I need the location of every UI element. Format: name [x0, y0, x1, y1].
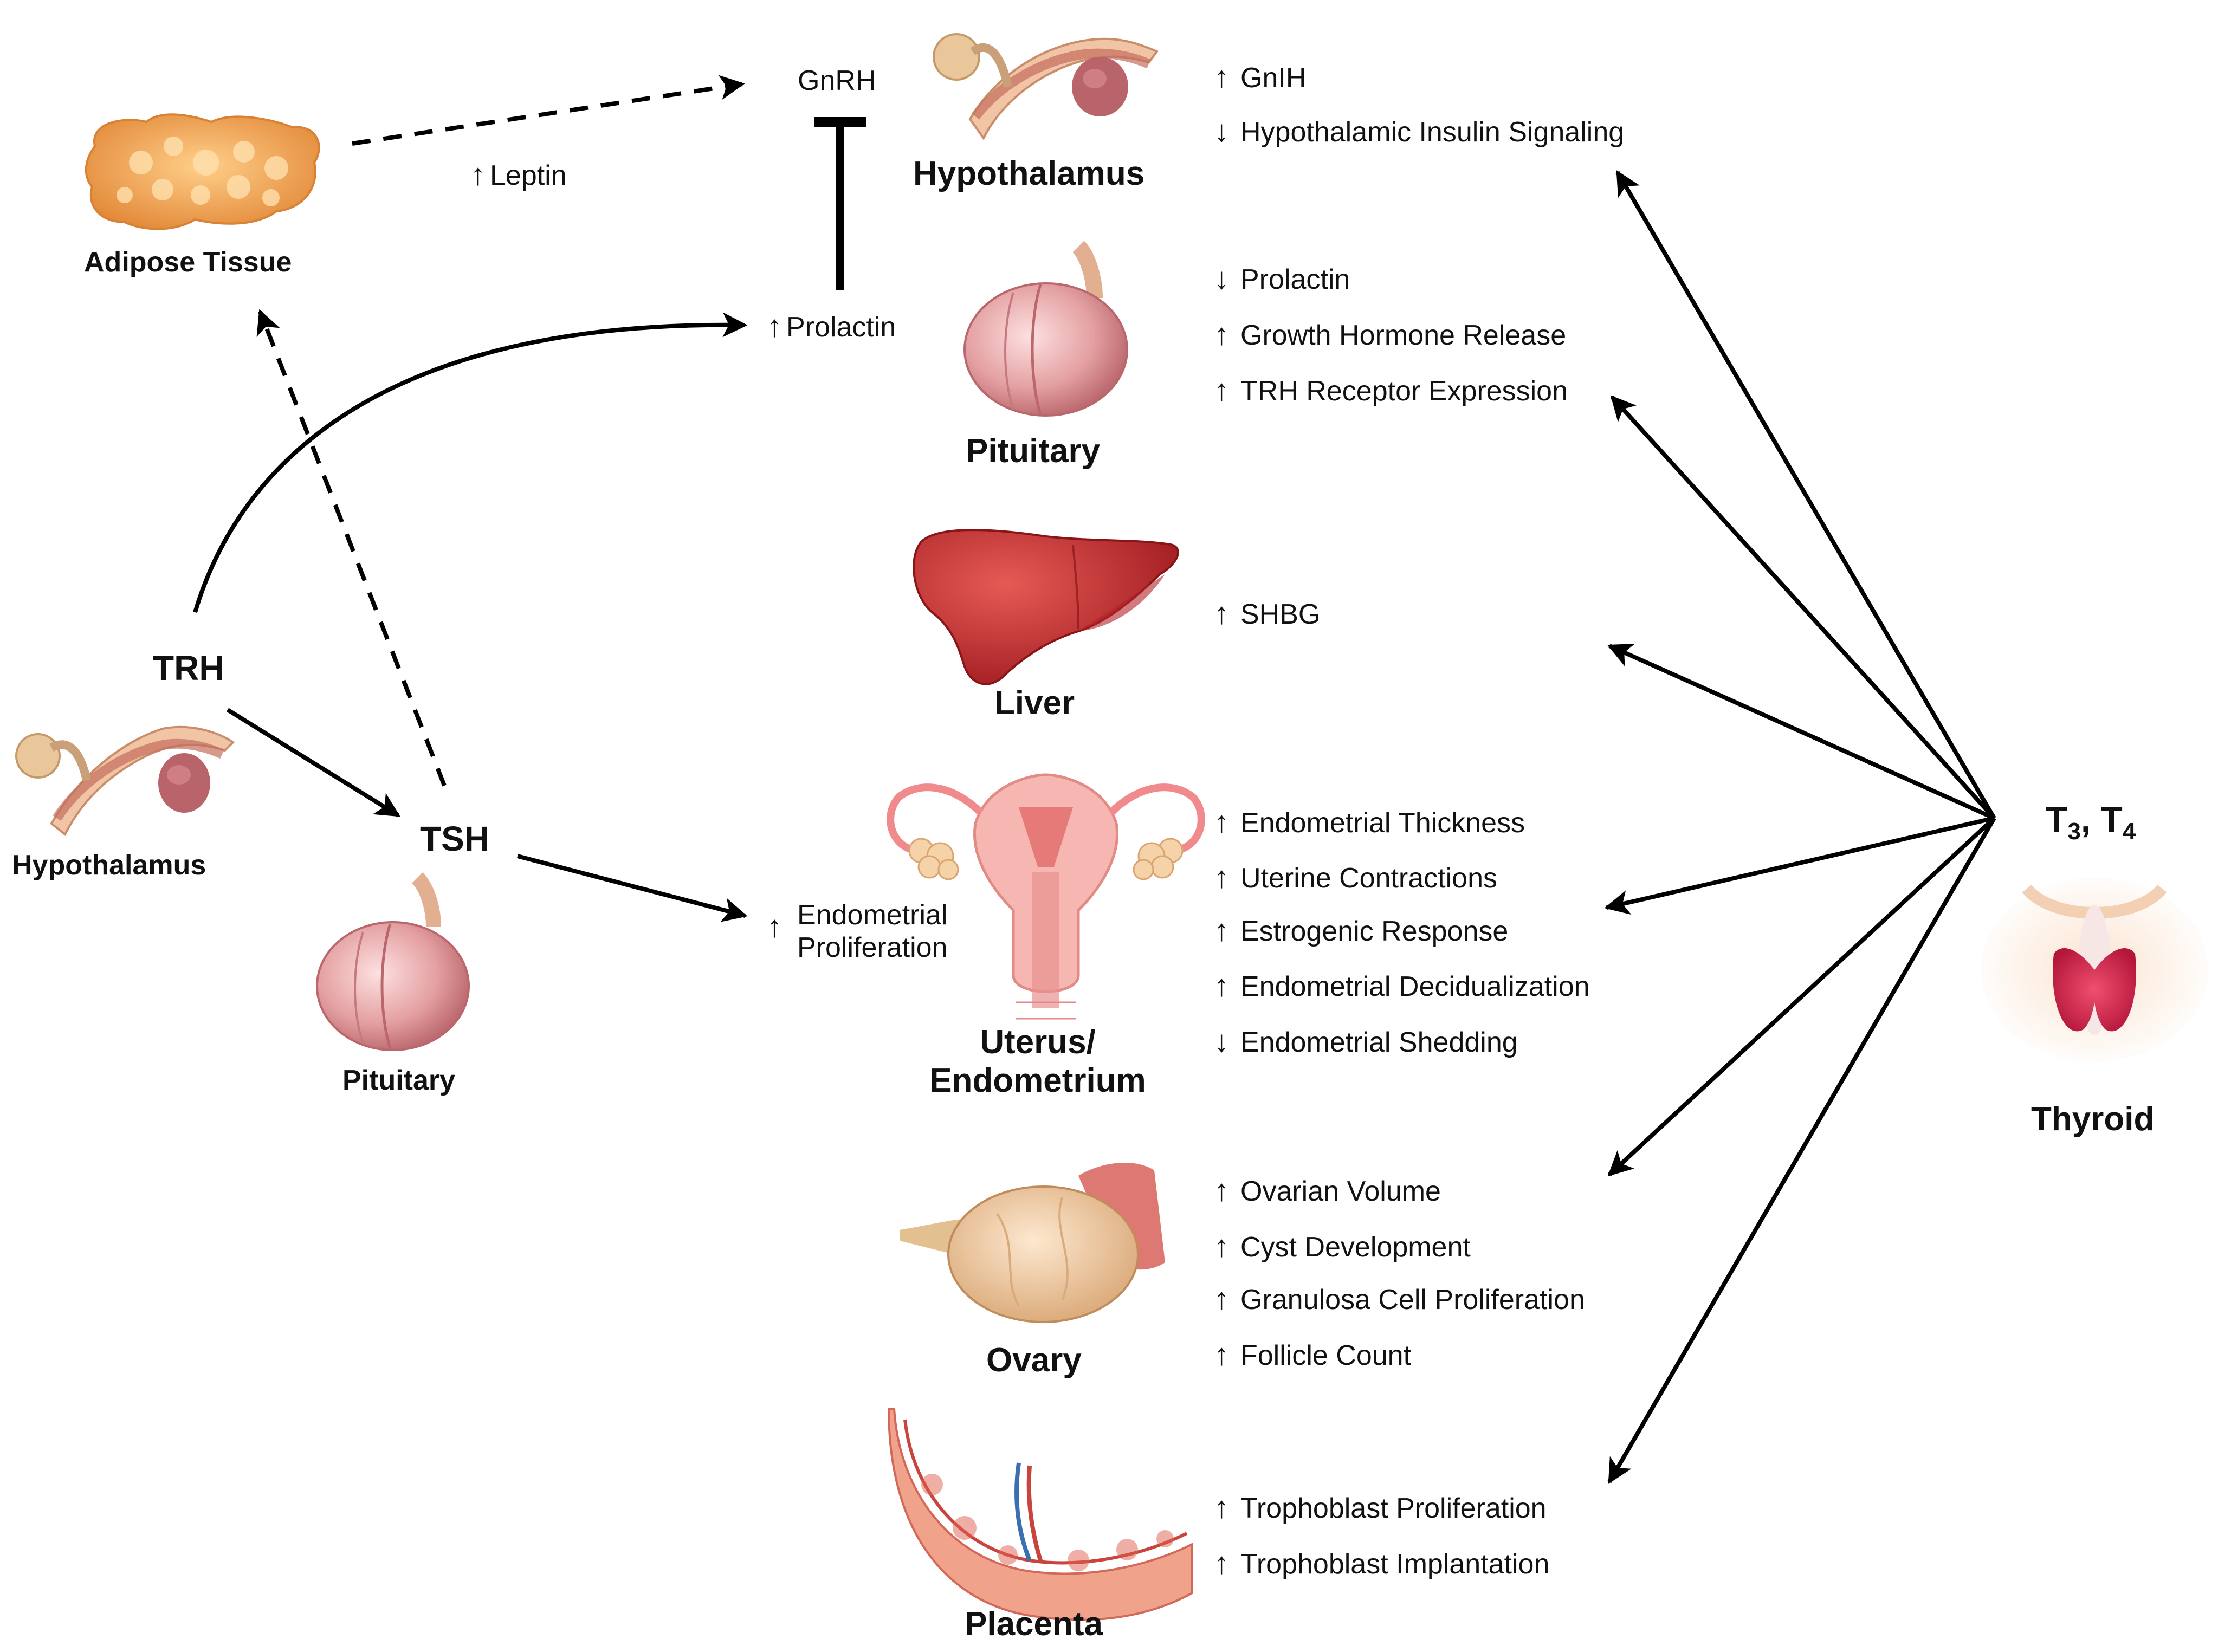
endometrial-proliferation-direction-icon: ↑ [767, 909, 782, 943]
endometrial-proliferation-label: ↑ Endometrial Proliferation [767, 899, 947, 964]
liver-effect-1: ↑SHBG [1206, 596, 1320, 631]
up-arrow-icon: ↑ [1214, 1173, 1229, 1207]
thyroid-to-ovary-arrow [1607, 817, 1996, 1177]
ovary-illustration [900, 1163, 1165, 1323]
uterus-label-line1: Uterus/ [980, 1023, 1096, 1061]
placenta-illustration [887, 1408, 1193, 1621]
endometrial-proliferation-line2: Proliferation [797, 931, 948, 963]
thyroid-to-uterus-arrow [1604, 816, 1995, 915]
uterus-effect-5: ↓Endometrial Shedding [1206, 1024, 1518, 1059]
adipose-tissue-illustration [85, 113, 320, 230]
thyroid-to-liver-arrow [1607, 643, 1995, 820]
ovary-effect-2: ↑Cyst Development [1206, 1229, 1471, 1264]
thyroid-illustration [1981, 878, 2208, 1062]
thyroid-to-placenta-arrow [1607, 817, 1996, 1484]
placenta-effect-2: ↑Trophoblast Implantation [1206, 1546, 1549, 1581]
up-arrow-icon: ↑ [1214, 805, 1229, 839]
thyroid-arrows [1604, 170, 1996, 1484]
prolactin-text: Prolactin [786, 312, 896, 343]
leptin-label: ↑Leptin [470, 157, 567, 192]
up-arrow-icon: ↑ [1214, 60, 1229, 94]
trh-label: TRH [153, 649, 224, 688]
top-hypothalamus-illustration [933, 33, 1159, 140]
uterus-effect-2: ↑Uterine Contractions [1206, 860, 1497, 895]
uterus-effect-4: ↑Endometrial Decidualization [1206, 968, 1590, 1003]
ovary-label: Ovary [986, 1342, 1082, 1379]
up-arrow-icon: ↑ [1214, 968, 1229, 1002]
trh-to-prolactin-arrow [193, 312, 748, 613]
left-pituitary-label: Pituitary [342, 1065, 456, 1096]
up-arrow-icon: ↑ [1214, 1490, 1229, 1524]
left-pituitary-illustration [316, 872, 470, 1051]
up-arrow-icon: ↑ [1214, 1546, 1229, 1580]
down-arrow-icon: ↓ [1214, 261, 1229, 295]
thyroid-to-pituitary-arrow [1610, 395, 1996, 820]
hypothalamus-label: Hypothalamus [913, 155, 1145, 192]
center-pituitary-illustration [963, 241, 1128, 417]
thyroid-to-hypothalamus-arrow [1615, 170, 1996, 820]
up-arrow-icon: ↑ [1214, 1337, 1229, 1371]
hypothalamus-effect-1: ↑GnIH [1206, 60, 1306, 95]
pituitary-label: Pituitary [966, 432, 1101, 470]
down-arrow-icon: ↓ [1214, 1024, 1229, 1058]
left-hypothalamus-illustration [15, 725, 235, 837]
up-arrow-icon: ↑ [1214, 596, 1229, 630]
ovary-effect-3: ↑Granulosa Cell Proliferation [1206, 1281, 1585, 1317]
placenta-label: Placenta [965, 1605, 1103, 1643]
adipose-tissue-label: Adipose Tissue [84, 247, 292, 278]
up-arrow-icon: ↑ [1214, 913, 1229, 947]
pituitary-effect-3: ↑TRH Receptor Expression [1206, 373, 1568, 408]
left-hypothalamus-label: Hypothalamus [12, 850, 206, 881]
pituitary-effect-2: ↑Growth Hormone Release [1206, 317, 1566, 352]
up-arrow-icon: ↑ [1214, 860, 1229, 894]
prolactin-direction-icon: ↑ [767, 309, 782, 343]
uterus-label: Uterus/ Endometrium [921, 1023, 1154, 1100]
hypothalamus-effect-2: ↓Hypothalamic Insulin Signaling [1206, 114, 1624, 149]
tsh-label: TSH [420, 819, 489, 858]
tsh-to-adipose-dashed-arrow [256, 309, 447, 787]
up-arrow-icon: ↑ [1214, 373, 1229, 407]
leptin-text: Leptin [490, 160, 567, 191]
liver-illustration [913, 529, 1179, 685]
prolactin-label: ↑Prolactin [767, 309, 896, 344]
down-arrow-icon: ↓ [1214, 114, 1229, 148]
uterus-label-line2: Endometrium [929, 1062, 1146, 1100]
gnrh-label: GnRH [798, 65, 876, 96]
leptin-direction-icon: ↑ [470, 157, 486, 191]
thyroid-label: Thyroid [2031, 1100, 2155, 1138]
adipose-to-gnrh-dashed-arrow [352, 75, 745, 146]
thyroid-hormones-label: T3, T4 [2046, 799, 2136, 845]
ovary-effect-4: ↑Follicle Count [1206, 1337, 1411, 1372]
endometrial-proliferation-line1: Endometrial [797, 899, 948, 931]
ovary-effect-1: ↑Ovarian Volume [1206, 1173, 1441, 1208]
uterus-effect-1: ↑Endometrial Thickness [1206, 805, 1525, 840]
up-arrow-icon: ↑ [1214, 317, 1229, 351]
placenta-effect-1: ↑Trophoblast Proliferation [1206, 1490, 1547, 1525]
pituitary-effect-1: ↓Prolactin [1206, 261, 1350, 296]
up-arrow-icon: ↑ [1214, 1281, 1229, 1316]
liver-label: Liver [994, 684, 1075, 722]
up-arrow-icon: ↑ [1214, 1229, 1229, 1263]
tsh-to-endometrial-arrow [516, 854, 748, 922]
uterus-illustration [887, 773, 1205, 1020]
trh-to-tsh-arrow [226, 708, 400, 818]
uterus-effect-3: ↑Estrogenic Response [1206, 913, 1508, 948]
